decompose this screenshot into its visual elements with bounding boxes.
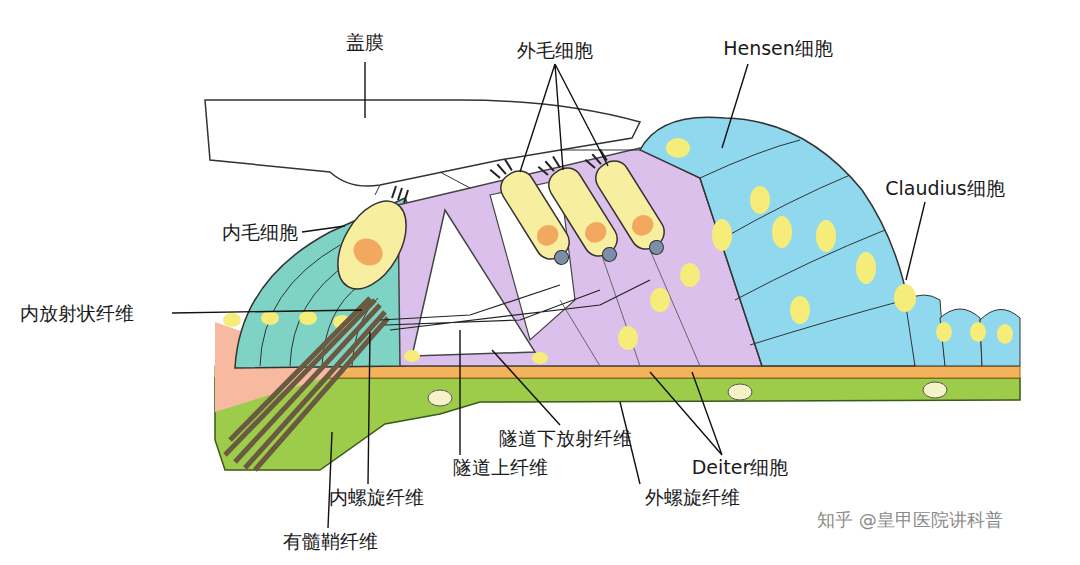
part-label: 外毛细胞 — [517, 39, 593, 62]
part-label: 内毛细胞 — [222, 221, 298, 244]
part-label: Deiter细胞 — [692, 456, 789, 479]
part-label: 外螺旋纤维 — [645, 486, 740, 509]
part-label: 有髓鞘纤维 — [283, 530, 378, 553]
part-label: Claudius细胞 — [885, 177, 1005, 200]
part-label: 内螺旋纤维 — [329, 486, 424, 509]
part-label: 隧道上纤维 — [453, 456, 548, 479]
part-label: 盖膜 — [346, 31, 384, 54]
part-label: Hensen细胞 — [723, 37, 833, 60]
watermark: 知乎 @皇甲医院讲科普 — [817, 509, 1003, 531]
part-label: 内放射状纤维 — [20, 302, 134, 325]
part-label: 隧道下放射纤维 — [499, 427, 632, 450]
